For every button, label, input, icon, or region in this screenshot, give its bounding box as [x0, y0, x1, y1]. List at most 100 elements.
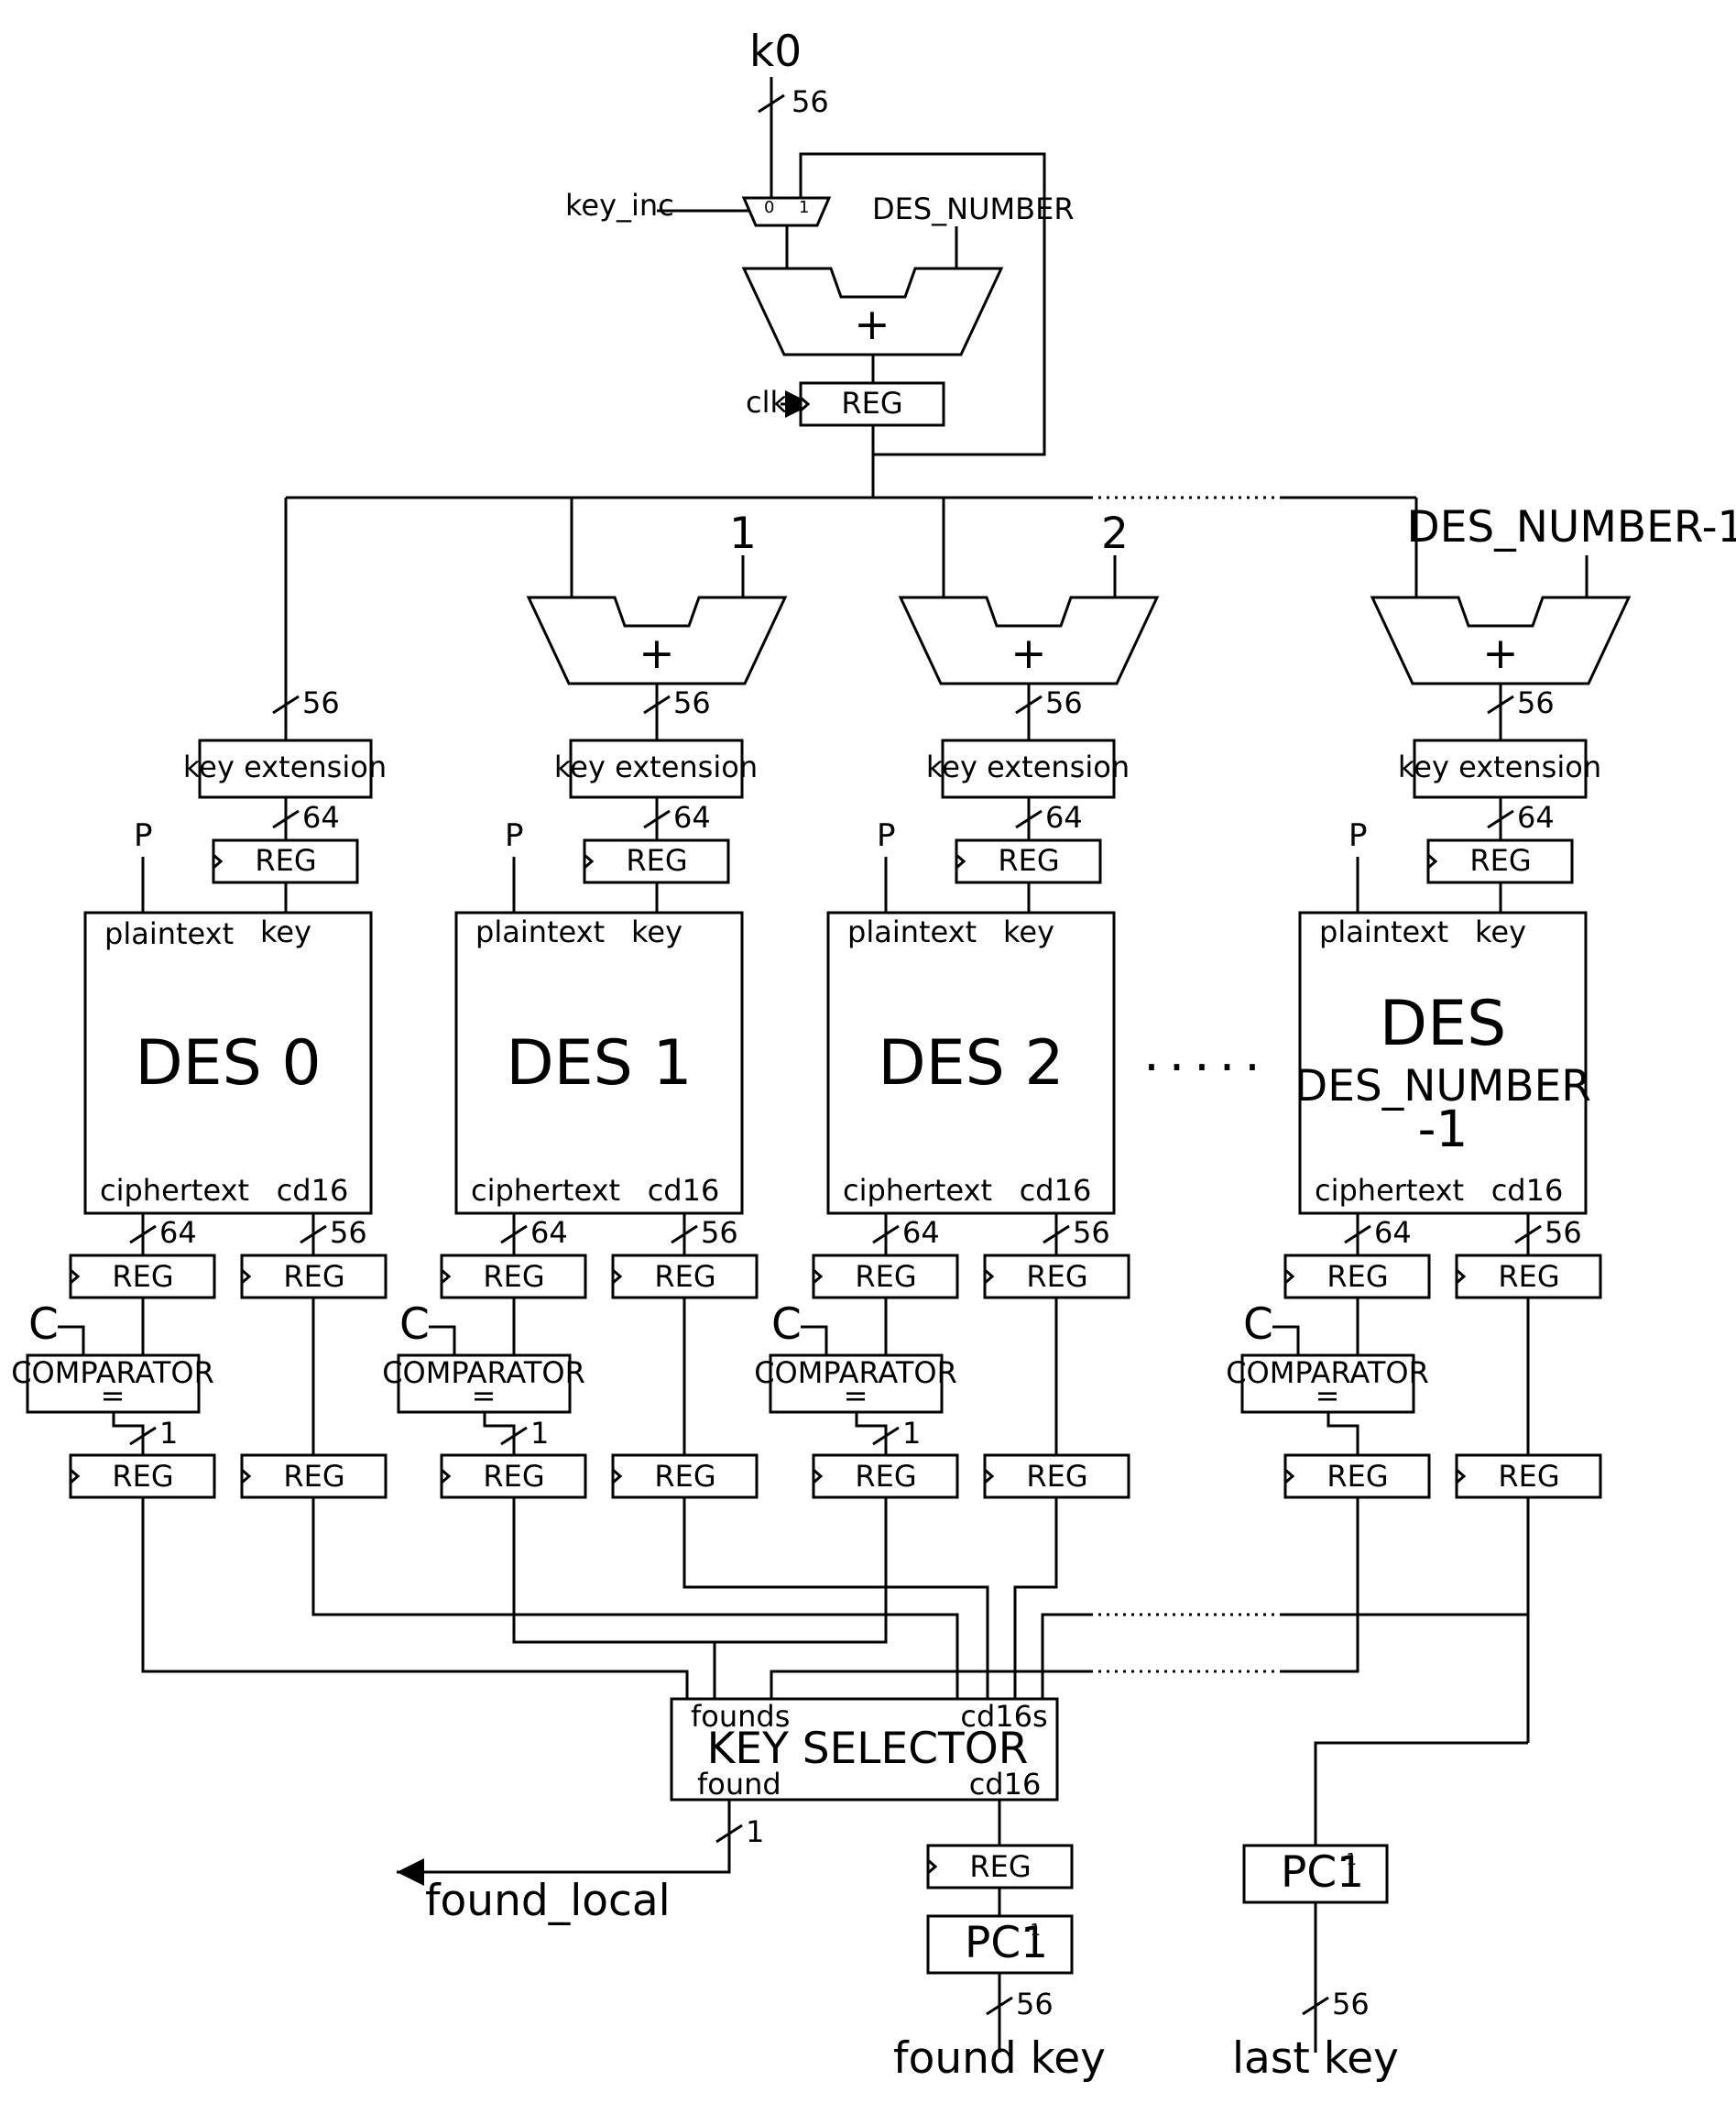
svg-text:REG: REG — [1026, 1259, 1087, 1294]
svg-text:key: key — [631, 915, 682, 949]
svg-text:56: 56 — [701, 1215, 738, 1250]
mux-input-0: 0 — [764, 198, 774, 217]
col0-cd16-register-2 — [240, 1453, 388, 1499]
col1-cd16-register-2 — [611, 1453, 759, 1499]
column-2: 2 + 56 key extension 64 REG P plaintext … — [754, 509, 1160, 1499]
svg-text:found: found — [697, 1767, 781, 1802]
col0-found-register — [69, 1453, 216, 1499]
col0-p: P — [134, 817, 153, 854]
svg-text:56: 56 — [1045, 685, 1083, 720]
svg-text:REG: REG — [626, 843, 687, 878]
col2-cd16-register-2 — [983, 1453, 1130, 1499]
col0-c: C — [28, 1299, 59, 1350]
svg-text:key extension: key extension — [183, 750, 387, 784]
col1-cipher-register — [440, 1254, 587, 1299]
key-selector — [670, 1697, 1059, 1802]
key-mux — [741, 196, 832, 227]
offset-last: DES_NUMBER-1 — [1407, 502, 1736, 553]
svg-text:1: 1 — [746, 1814, 764, 1849]
col0-key-width: 56 — [302, 685, 340, 720]
svg-text:1: 1 — [902, 1416, 921, 1451]
svg-text:plaintext: plaintext — [847, 915, 977, 949]
col2-key-extension — [941, 739, 1116, 799]
svg-text:REG: REG — [1469, 843, 1531, 878]
svg-text:key extension: key extension — [554, 750, 758, 784]
col3-found-register — [1283, 1453, 1431, 1499]
svg-text:REG: REG — [112, 1259, 173, 1294]
svg-text:key: key — [1003, 915, 1054, 949]
col3-cd16-register-2 — [1455, 1453, 1602, 1499]
svg-text:64: 64 — [1517, 800, 1555, 835]
svg-text:56: 56 — [1016, 1987, 1054, 2021]
svg-text:cd16: cd16 — [648, 1173, 720, 1208]
svg-text:ciphertext: ciphertext — [100, 1173, 249, 1208]
svg-text:REG: REG — [969, 1849, 1031, 1884]
svg-text:=: = — [101, 1378, 126, 1413]
svg-text:+: + — [1010, 629, 1046, 679]
des-1-block — [454, 911, 744, 1215]
des-2-block — [826, 911, 1116, 1215]
svg-text:plaintext: plaintext — [104, 916, 234, 951]
svg-text:56: 56 — [1073, 1215, 1110, 1250]
svg-text:REG: REG — [112, 1459, 173, 1494]
svg-text:ciphertext: ciphertext — [471, 1173, 620, 1208]
svg-text:56: 56 — [1517, 685, 1555, 720]
found-key-label: found key — [893, 2033, 1106, 2084]
svg-text:key extension: key extension — [1398, 750, 1601, 784]
svg-text:ciphertext: ciphertext — [1315, 1173, 1464, 1208]
svg-text:P: P — [505, 817, 524, 854]
col2-found-register — [812, 1453, 959, 1499]
svg-text:P: P — [877, 817, 896, 854]
col2-cipher-register — [812, 1254, 959, 1299]
offset-1: 1 — [729, 509, 757, 559]
column-1: 1 + 56 key extension 64 REG P plaintext … — [382, 509, 788, 1499]
svg-text:plaintext: plaintext — [475, 915, 605, 949]
svg-text:C: C — [399, 1299, 430, 1350]
col0-cd16-register — [240, 1254, 388, 1299]
svg-text:REG: REG — [855, 1459, 916, 1494]
svg-text:REG: REG — [654, 1259, 715, 1294]
k0-width: 56 — [792, 84, 829, 119]
svg-text:-1: -1 — [1340, 1850, 1357, 1869]
svg-text:cd16s: cd16s — [960, 1699, 1047, 1734]
svg-text:REG: REG — [255, 843, 316, 878]
svg-text:-1: -1 — [1024, 1921, 1041, 1940]
des-last-block — [1298, 911, 1588, 1215]
svg-text:COMPARATOR: COMPARATOR — [754, 1355, 957, 1390]
svg-text:REG: REG — [1498, 1459, 1559, 1494]
svg-text:PC1: PC1 — [1281, 1847, 1364, 1898]
svg-text:64: 64 — [302, 800, 340, 835]
des-0-title: DES 0 — [135, 1027, 321, 1100]
top-adder-plus: + — [854, 300, 890, 350]
svg-text:COMPARATOR: COMPARATOR — [382, 1355, 585, 1390]
col2-cd16-register — [983, 1254, 1130, 1299]
svg-text:=: = — [844, 1378, 868, 1413]
svg-text:cd16: cd16 — [1491, 1173, 1564, 1208]
svg-text:64: 64 — [159, 1215, 197, 1250]
svg-text:COMPARATOR: COMPARATOR — [1226, 1355, 1429, 1390]
col0-comparator — [26, 1353, 201, 1414]
svg-text:cd16: cd16 — [277, 1173, 349, 1208]
svg-text:REG: REG — [483, 1259, 544, 1294]
svg-text:56: 56 — [1545, 1215, 1582, 1250]
svg-text:REG: REG — [483, 1459, 544, 1494]
svg-text:key: key — [1475, 915, 1526, 949]
clk-label: clk — [746, 385, 787, 420]
ellipsis: ..... — [1143, 1024, 1269, 1082]
svg-text:C: C — [771, 1299, 802, 1350]
found-key-pc1-inverse — [926, 1914, 1074, 1975]
column-last: DES_NUMBER-1 + 56 key extension 64 REG P… — [1226, 502, 1736, 1499]
svg-text:C: C — [1243, 1299, 1273, 1350]
key-inc-label: key_inc — [565, 188, 674, 223]
found-key-register — [926, 1844, 1074, 1889]
svg-text:64: 64 — [902, 1215, 940, 1250]
des-last-title: DES — [1380, 988, 1507, 1060]
col2-comparator — [769, 1353, 944, 1414]
des-last-subtitle-2: -1 — [1418, 1100, 1469, 1158]
des-last-subtitle: DES_NUMBER — [1294, 1061, 1591, 1112]
top-adder — [741, 267, 1004, 356]
col2-key-register — [955, 838, 1102, 884]
des-2-title: DES 2 — [878, 1027, 1064, 1100]
svg-text:=: = — [1316, 1378, 1340, 1413]
